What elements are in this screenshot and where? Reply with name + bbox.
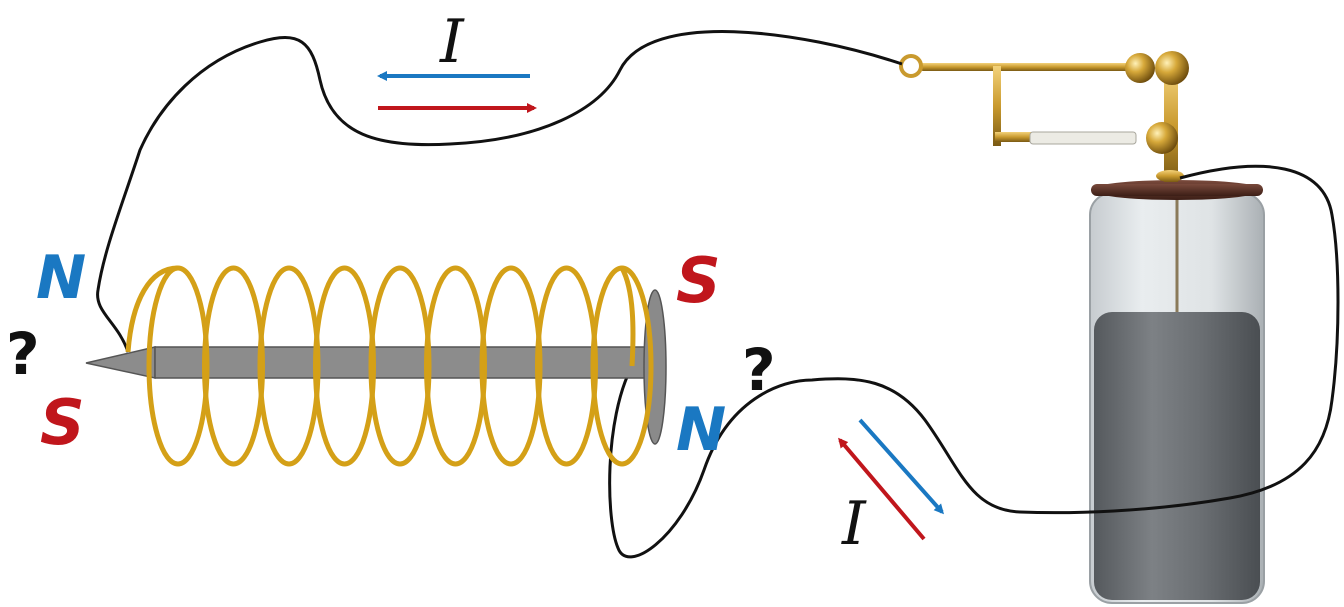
switch-vertical-bar bbox=[993, 66, 1001, 146]
current-arrows-top bbox=[377, 71, 537, 113]
left-question-mark: ? bbox=[6, 320, 40, 388]
current-arrows-bottom bbox=[838, 418, 944, 541]
right-question-mark: ? bbox=[742, 336, 776, 404]
switch-ball-1 bbox=[1125, 53, 1155, 83]
switch-lower-bar bbox=[995, 132, 1035, 142]
jar-lid-rim bbox=[1091, 184, 1263, 196]
right-south-label: S bbox=[676, 244, 721, 317]
wire-bottom bbox=[608, 164, 1340, 559]
coil-winding bbox=[125, 265, 654, 467]
switch-top-rod bbox=[920, 63, 1148, 71]
switch-ring bbox=[899, 54, 923, 78]
right-north-label: N bbox=[676, 395, 726, 465]
switch-ball-2 bbox=[1155, 51, 1189, 85]
nail-shaft bbox=[154, 346, 646, 379]
battery-jar bbox=[1089, 180, 1265, 604]
brass-switch bbox=[899, 51, 1189, 182]
coil-lead-right bbox=[619, 266, 636, 367]
current-label-top: I bbox=[439, 7, 465, 77]
coil-lead-left bbox=[125, 265, 179, 353]
switch-white-tube bbox=[1029, 131, 1137, 145]
arrow-bottom-blue bbox=[858, 418, 944, 515]
iron-core-nail bbox=[85, 289, 667, 445]
switch-ball-3 bbox=[1146, 122, 1178, 154]
nail-tip bbox=[85, 346, 156, 379]
switch-base bbox=[1156, 170, 1184, 182]
current-label-bottom: I bbox=[841, 489, 867, 559]
jar-liquid bbox=[1094, 312, 1260, 600]
left-north-label: N bbox=[36, 243, 86, 313]
arrow-bottom-red bbox=[838, 437, 926, 541]
left-south-label: S bbox=[40, 386, 85, 459]
wire-top bbox=[96, 30, 903, 353]
